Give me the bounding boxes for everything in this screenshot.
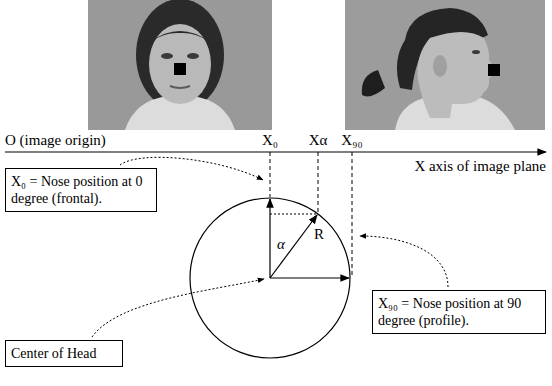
position-label: X₀ bbox=[262, 132, 278, 149]
label-text: Xα bbox=[309, 132, 328, 148]
frontal-photo bbox=[88, 0, 272, 130]
leader-line bbox=[92, 279, 264, 337]
projection-line bbox=[352, 152, 353, 277]
frontal-vector bbox=[269, 199, 270, 278]
projection-line bbox=[270, 152, 271, 197]
geometry-label: R bbox=[314, 226, 324, 243]
leader-line bbox=[360, 236, 448, 287]
x-axis bbox=[5, 151, 546, 152]
label-text: X₉₀ bbox=[341, 132, 362, 148]
position-label: X₉₀ bbox=[341, 132, 362, 149]
radius-vector bbox=[270, 215, 317, 278]
geometry-label: α bbox=[277, 236, 285, 253]
callout-box: X₀ = Nose position at 0 degree (frontal)… bbox=[5, 168, 157, 212]
label-text: X axis of image plane bbox=[414, 158, 546, 174]
position-label: Xα bbox=[309, 132, 328, 149]
axis-label: X axis of image plane bbox=[414, 158, 546, 175]
projection-line bbox=[318, 152, 319, 213]
profile-photo bbox=[345, 0, 545, 130]
callout-text: X₉₀ = Nose position at 90 degree (profil… bbox=[378, 295, 540, 329]
origin-label: O (image origin) bbox=[5, 132, 106, 149]
callout-text: Center of Head bbox=[11, 345, 117, 362]
callout-text: X₀ = Nose position at 0 degree (frontal)… bbox=[11, 173, 151, 207]
callout-box: Center of Head bbox=[5, 340, 123, 367]
label-text: O (image origin) bbox=[5, 132, 106, 148]
projection-line bbox=[270, 214, 318, 215]
label-text: α bbox=[277, 236, 285, 252]
label-text: R bbox=[314, 226, 324, 242]
callout-box: X₉₀ = Nose position at 90 degree (profil… bbox=[372, 290, 546, 334]
head-circle bbox=[190, 198, 350, 358]
label-text: X₀ bbox=[262, 132, 278, 148]
profile-vector bbox=[270, 277, 349, 278]
